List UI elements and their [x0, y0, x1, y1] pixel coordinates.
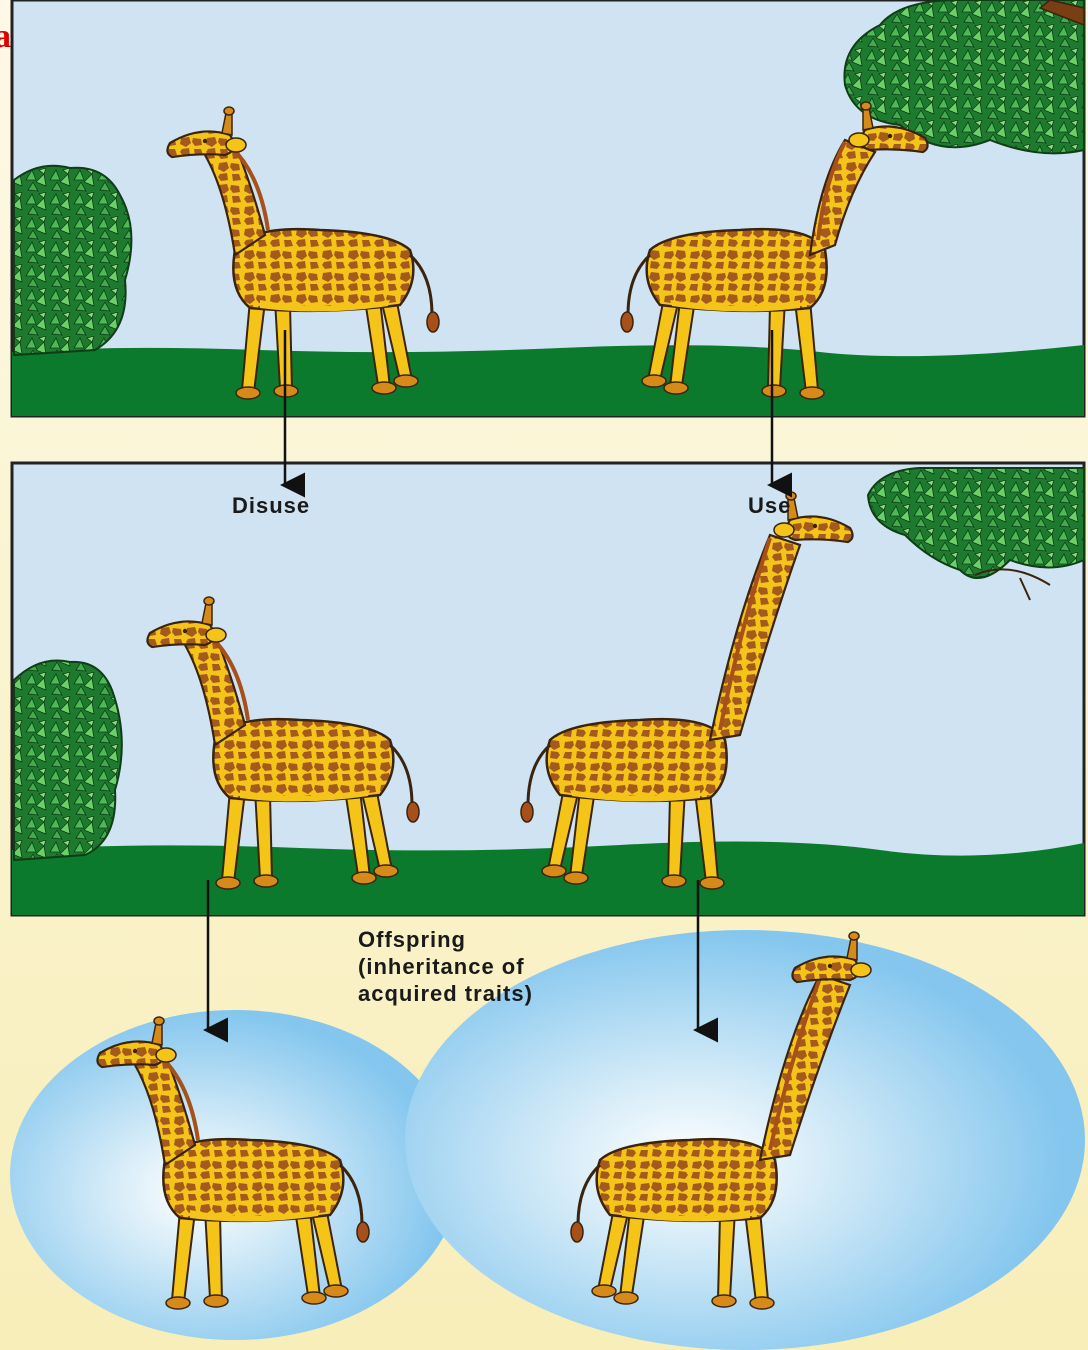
label-offspring: Offspring (inheritance of acquired trait… — [358, 926, 533, 1007]
panel-ancestors — [12, 0, 1084, 416]
corner-mark: a — [0, 20, 11, 54]
label-disuse: Disuse — [232, 493, 310, 519]
label-use: Use — [748, 493, 791, 519]
label-offspring-line-3: acquired traits) — [358, 980, 533, 1007]
bush-icon — [14, 660, 122, 860]
panel-parents — [12, 463, 1084, 915]
bush-icon — [14, 166, 131, 355]
label-offspring-line-1: Offspring — [358, 926, 533, 953]
label-offspring-line-2: (inheritance of — [358, 953, 533, 980]
